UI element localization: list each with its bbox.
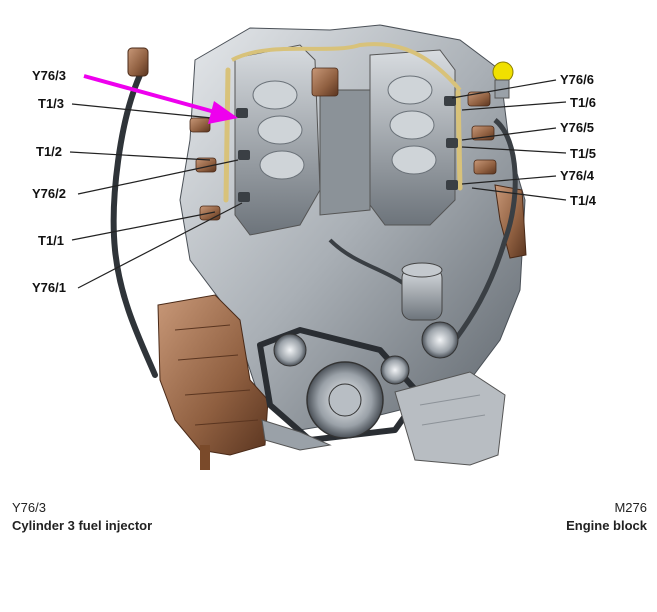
harness-plug — [127, 47, 149, 77]
label-y76-3: Y76/3 — [32, 68, 66, 83]
alternator-pulley — [421, 321, 459, 359]
label-t1-6: T1/6 — [570, 95, 597, 110]
engine-illustration — [110, 24, 527, 470]
label-y76-2: Y76/2 — [32, 186, 66, 201]
idler-pulley-2 — [380, 355, 410, 385]
right-injectors — [444, 96, 458, 190]
oil-filler-cap — [492, 61, 514, 83]
engine-valley — [319, 89, 371, 216]
right-ignition-connectors — [467, 91, 497, 175]
pump-pipe — [200, 445, 210, 470]
label-y76-6: Y76/6 — [560, 72, 594, 87]
lower-mount — [261, 419, 332, 451]
label-y76-4: Y76/4 — [560, 168, 594, 183]
label-t1-1: T1/1 — [38, 233, 65, 248]
pump-ribs — [174, 324, 259, 426]
wiring-harness-left — [110, 72, 158, 378]
leader-lines-left — [69, 103, 243, 289]
label-y76-1: Y76/1 — [32, 280, 66, 295]
top-fuel-line — [231, 42, 462, 92]
label-t1-2: T1/2 — [36, 144, 63, 159]
right-intake-runners — [387, 75, 437, 175]
highlight-arrow — [83, 74, 238, 124]
footer-assembly-name: Engine block — [566, 518, 647, 533]
copper-pump-housing — [157, 294, 269, 456]
top-connector — [311, 67, 339, 97]
footer-engine-code: M276 — [614, 500, 647, 515]
footer-component-code: Y76/3 — [12, 500, 46, 515]
footer-component-description: Cylinder 3 fuel injector — [12, 518, 153, 533]
leader-lines-right — [451, 79, 567, 201]
label-t1-5: T1/5 — [570, 146, 597, 161]
left-intake-runners — [252, 80, 305, 180]
left-injectors — [236, 108, 250, 202]
left-fuel-rail — [223, 67, 231, 203]
label-t1-3: T1/3 — [38, 96, 65, 111]
right-fuel-rail — [455, 89, 463, 191]
label-t1-4: T1/4 — [570, 193, 597, 208]
idler-pulley-1 — [273, 333, 307, 367]
label-y76-5: Y76/5 — [560, 120, 594, 135]
hose-right — [452, 118, 518, 342]
